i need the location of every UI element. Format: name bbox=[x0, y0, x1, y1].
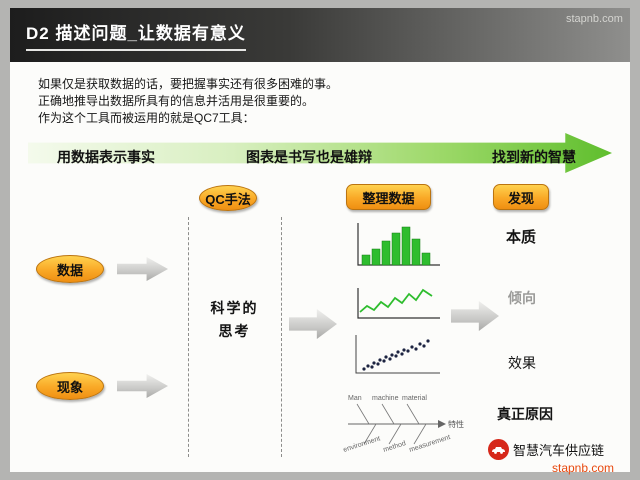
page-title: D2 描述问题_让数据有意义 bbox=[26, 19, 246, 51]
scatter-chart-icon bbox=[355, 335, 440, 374]
fishbone-label-material: material bbox=[402, 395, 427, 402]
method-line-1: 科学的 bbox=[210, 300, 259, 316]
bar-chart-icon bbox=[357, 223, 440, 266]
badge-qc-method: QC手法 bbox=[199, 185, 257, 211]
intro-line-1: 如果仅是获取数据的话，要把握事实还有很多困难的事。 bbox=[38, 77, 339, 91]
dashed-divider-right bbox=[281, 217, 282, 457]
fishbone-label-method: method bbox=[382, 440, 406, 454]
result-essence: 本质 bbox=[506, 229, 537, 246]
watermark-brand: 智慧汽车供应链 bbox=[513, 443, 605, 458]
fishbone-label-man: Man bbox=[348, 395, 362, 402]
method-label: 科学的 思考 bbox=[188, 297, 281, 343]
node-phenomenon: 现象 bbox=[36, 372, 104, 400]
banner-label-right: 找到新的智慧 bbox=[492, 149, 576, 165]
brand-logo-icon bbox=[488, 439, 509, 460]
watermark-bottom: 智慧汽车供应链 stapnb.com bbox=[488, 439, 630, 475]
badge-discover: 发现 bbox=[493, 184, 549, 210]
node-data: 数据 bbox=[36, 255, 104, 283]
slide-header: D2 描述问题_让数据有意义 bbox=[10, 8, 630, 62]
watermark-top: stapnb.com bbox=[566, 13, 623, 25]
watermark-site: stapnb.com bbox=[552, 461, 615, 475]
fishbone-diagram-icon: Man machine material 特性 environment meth… bbox=[342, 395, 464, 454]
banner-label-left: 用数据表示事实 bbox=[57, 149, 155, 165]
intro-line-3: 作为这个工具而被运用的就是QC7工具： bbox=[38, 111, 255, 125]
fishbone-label-machine: machine bbox=[372, 395, 399, 402]
method-line-2: 思考 bbox=[218, 323, 251, 339]
line-chart-icon bbox=[357, 288, 440, 319]
fishbone-label-head: 特性 bbox=[448, 419, 464, 429]
result-effect: 效果 bbox=[508, 355, 536, 371]
intro-line-2: 正确地推导出数据所具有的信息并活用是很重要的。 bbox=[38, 94, 315, 108]
banner-label-center: 图表是书写也是雄辩 bbox=[246, 149, 372, 165]
content-panel bbox=[10, 62, 630, 472]
intro-text: 如果仅是获取数据的话，要把握事实还有很多困难的事。 正确地推导出数据所具有的信息… bbox=[38, 76, 338, 127]
result-root-cause: 真正原因 bbox=[497, 406, 553, 422]
dashed-divider-left bbox=[188, 217, 189, 457]
badge-organize-data: 整理数据 bbox=[346, 184, 431, 210]
result-trend: 倾向 bbox=[508, 290, 536, 306]
fishbone-label-environment: environment bbox=[342, 435, 381, 454]
fishbone-label-measurement: measurement bbox=[408, 434, 451, 454]
